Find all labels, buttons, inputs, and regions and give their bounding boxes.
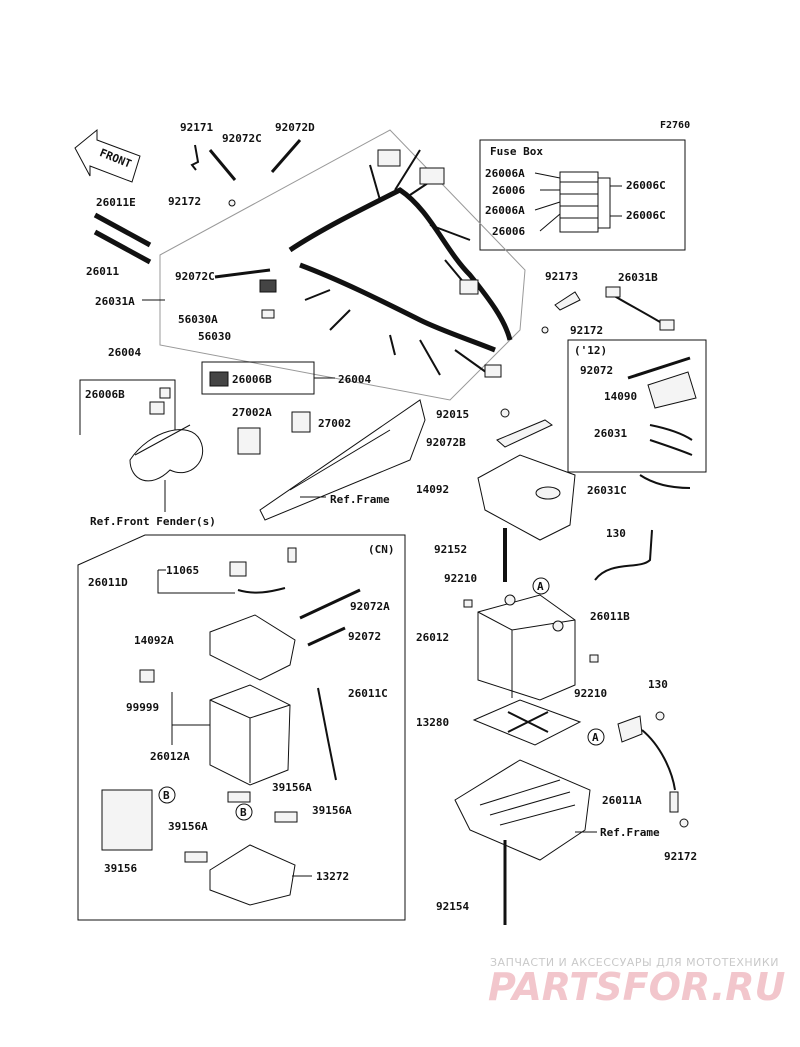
label-26031: 26031 [594,427,627,440]
label-26006B-mid: 26006B [232,373,272,386]
watermark-tagline: ЗАПЧАСТИ И АКСЕССУАРЫ ДЛЯ МОТОТЕХНИКИ [490,956,779,969]
relay-27002 [291,411,311,433]
inset-12-tag: ('12) [574,344,607,357]
label-26011B: 26011B [590,610,630,623]
label-26006-2: 26006 [492,225,525,238]
label-26006C-1: 26006C [626,179,666,192]
label-27002: 27002 [318,417,351,430]
label-39156A-1: 39156A [272,781,312,794]
label-26011E: 26011E [96,196,136,209]
label-92072-inset12: 92072 [580,364,613,377]
label-92015: 92015 [436,408,469,421]
inset-cn-tag: (CN) [368,543,395,556]
label-26031A: 26031A [95,295,135,308]
label-99999: 99999 [126,701,159,714]
label-92171: 92171 [180,121,213,134]
label-39156: 39156 [104,862,137,875]
label-26011: 26011 [86,265,119,278]
label-92172-top: 92172 [168,195,201,208]
marker-a-2-text: A [592,731,599,744]
label-26006B-left: 26006B [85,388,125,401]
label-ref-frame-1: Ref.Frame [330,493,390,506]
label-26012: 26012 [416,631,449,644]
label-130-b: 130 [648,678,668,691]
wiring-harness [159,129,526,401]
marker-a-1 [532,577,550,595]
inset-12 [567,339,707,473]
fuse-box-title: Fuse Box [490,145,543,158]
relay-27002A [237,427,261,455]
label-13272: 13272 [316,870,349,883]
inset-cn: (CN) 26011D 11065 92072A 14092A 92072 99… [77,534,406,921]
label-14092A: 14092A [134,634,174,647]
label-92210-b: 92210 [574,687,607,700]
label-56030: 56030 [198,330,231,343]
label-27002A: 27002A [232,406,272,419]
label-26031B: 26031B [618,271,658,284]
marker-b-2-text: B [240,806,247,819]
label-ref-frame-2: Ref.Frame [600,826,660,839]
label-92072B: 92072B [426,436,466,449]
label-14090: 14090 [604,390,637,403]
label-92072: 92072 [348,630,381,643]
label-26006A-2: 26006A [485,204,525,217]
label-26006C-2: 26006C [626,209,666,222]
label-ref-front-fender: Ref.Front Fender(s) [90,515,216,528]
label-92072D: 92072D [275,121,315,134]
top-left-parts [93,139,302,387]
label-130-a: 130 [606,527,626,540]
label-39156A-2: 39156A [312,804,352,817]
label-92072C-mid: 92072C [175,270,215,283]
label-26012A: 26012A [150,750,190,763]
label-92173: 92173 [545,270,578,283]
label-11065: 11065 [166,564,199,577]
label-26006-1: 26006 [492,184,525,197]
label-26031C: 26031C [587,484,627,497]
label-14092: 14092 [416,483,449,496]
label-39156A-3: 39156A [168,820,208,833]
label-92152: 92152 [434,543,467,556]
figure-code: F2760 [660,120,690,131]
label-26004-head: 26004 [108,346,141,359]
watermark-brand: PARTSFOR.RU [488,965,786,1009]
label-26004-mid: 26004 [338,373,371,386]
label-26011A: 26011A [602,794,642,807]
label-92210-a: 92210 [444,572,477,585]
fuse-box-inset: Fuse Box 26006A 26006 26006A 26006 26006… [479,139,686,251]
marker-b-1-text: B [163,789,170,802]
label-92072C-top: 92072C [222,132,262,145]
label-92172-b: 92172 [664,850,697,863]
label-92172-r: 92172 [570,324,603,337]
label-92154: 92154 [436,900,469,913]
label-92072A: 92072A [350,600,390,613]
marker-a-2 [587,728,605,746]
front-arrow-icon: FRONT [74,128,141,183]
label-56030A: 56030A [178,313,218,326]
label-26011C: 26011C [348,687,388,700]
marker-a-1-text: A [537,580,544,593]
front-fender-ref [129,424,204,512]
label-26011D: 26011D [88,576,128,589]
label-13280: 13280 [416,716,449,729]
label-26006A-1: 26006A [485,167,525,180]
